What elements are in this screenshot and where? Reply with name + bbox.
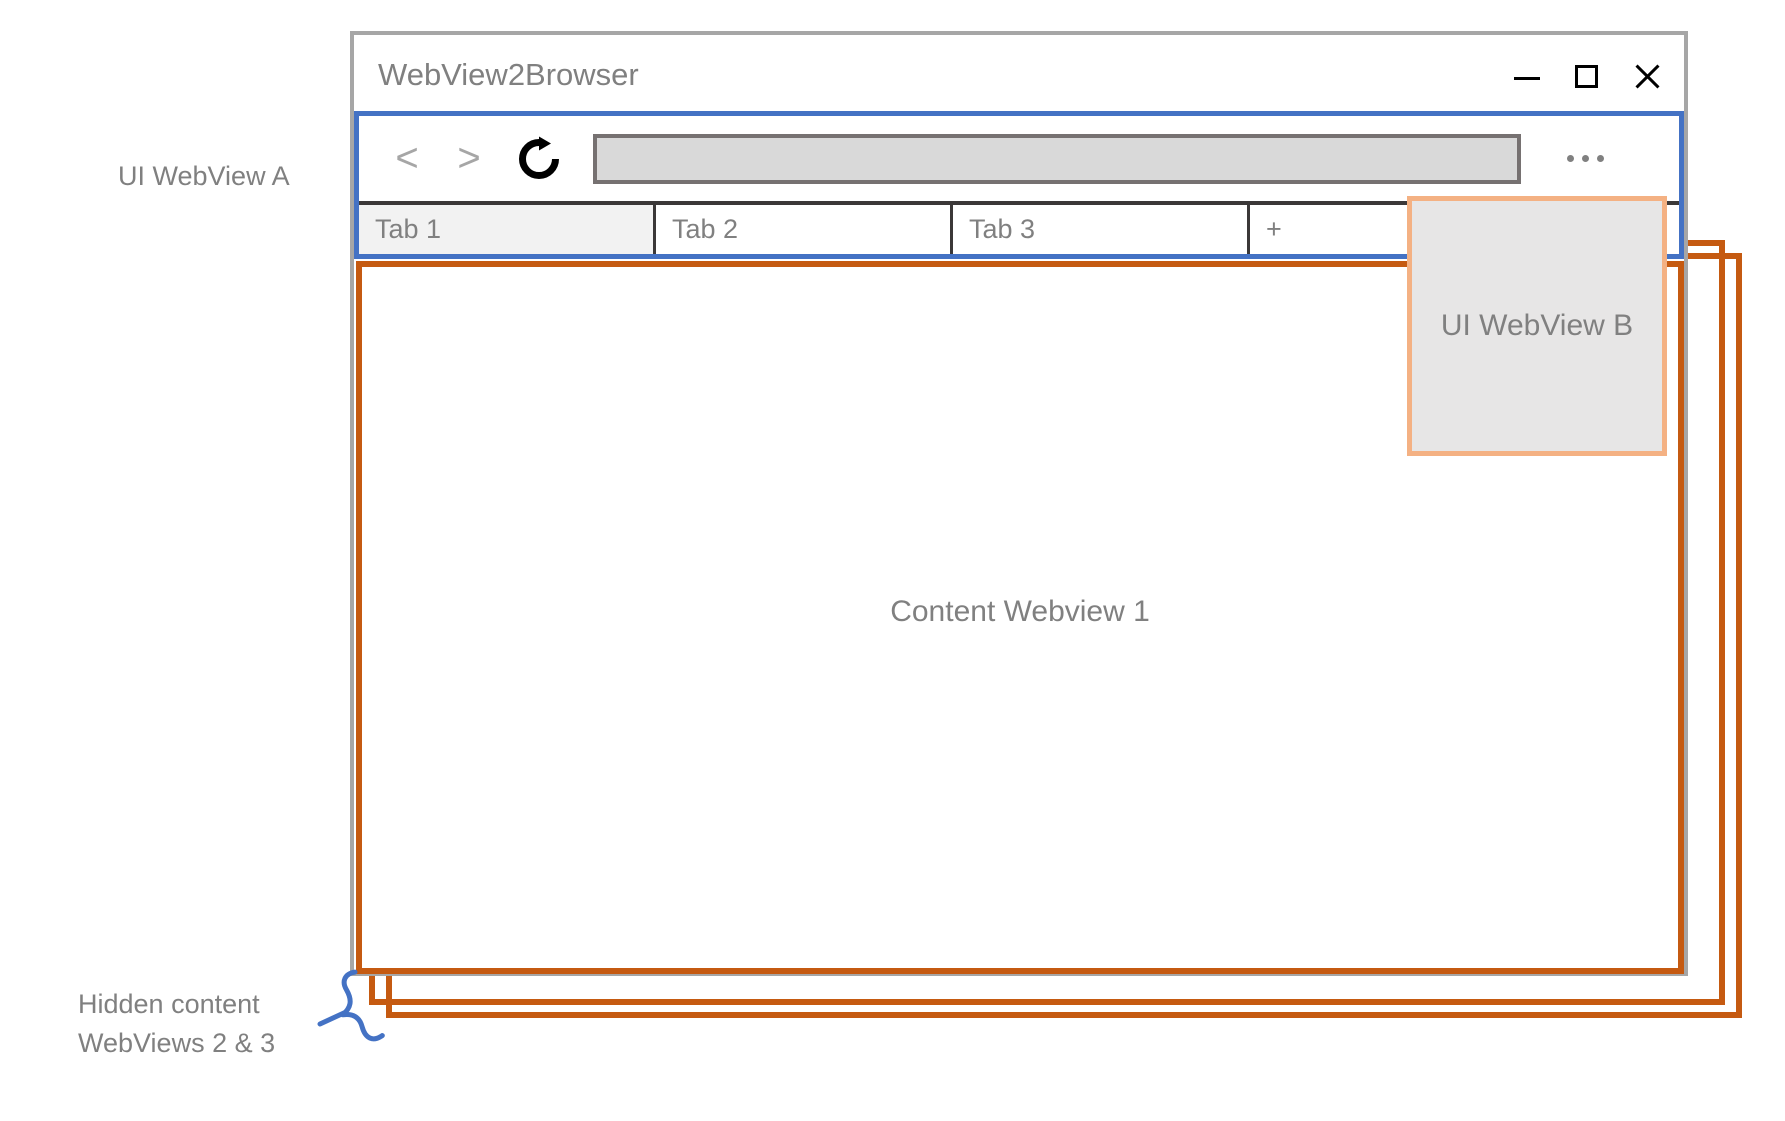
forward-icon[interactable]: > <box>457 136 481 180</box>
title-bar: WebView2Browser <box>354 35 1684 115</box>
tab-1[interactable]: Tab 1 <box>359 205 656 254</box>
window-controls <box>1512 61 1662 91</box>
maximize-icon[interactable] <box>1572 61 1602 91</box>
annotation-ui-webview-a: UI WebView A <box>118 161 290 191</box>
ellipsis-dot <box>1581 155 1589 162</box>
tab-3[interactable]: Tab 3 <box>953 205 1250 254</box>
ui-webview-b-label: UI WebView B <box>1440 309 1634 342</box>
minimize-icon[interactable] <box>1512 61 1542 91</box>
brace-connector-icon <box>317 969 385 1042</box>
browser-toolbar: < > <box>359 116 1679 201</box>
reload-icon[interactable] <box>513 133 565 185</box>
ellipsis-dot <box>1596 155 1604 162</box>
annotation-hidden-content: Hidden content WebViews 2 & 3 <box>78 989 276 1059</box>
window-title: WebView2Browser <box>378 57 639 92</box>
address-bar-input[interactable] <box>593 133 1521 184</box>
close-icon[interactable] <box>1632 61 1662 91</box>
ui-webview-b-region: UI WebView B <box>1407 196 1667 456</box>
browser-window: WebView2Browser < > Ta <box>350 31 1688 976</box>
back-icon[interactable]: < <box>395 136 419 180</box>
ellipsis-icon[interactable] <box>1555 139 1615 179</box>
tab-2[interactable]: Tab 2 <box>656 205 953 254</box>
ellipsis-dot <box>1566 155 1574 162</box>
content-webview-1-label: Content Webview 1 <box>890 594 1150 628</box>
